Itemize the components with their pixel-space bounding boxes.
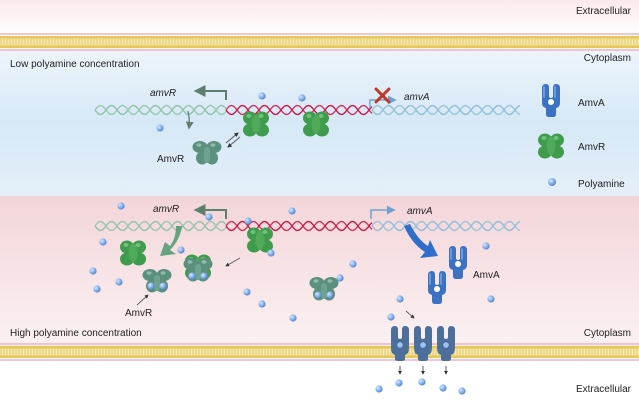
legend-label-polyamine: Polyamine xyxy=(578,179,625,190)
amvr-promoter-arrow-bottom xyxy=(193,204,227,219)
equilibrium-arrows-icon xyxy=(225,132,241,148)
extracellular-label-top: Extracellular xyxy=(576,6,632,17)
export-arrows xyxy=(398,310,448,375)
repression-x-icon xyxy=(374,87,391,104)
amvr-gene-label-bottom: amvR xyxy=(153,204,179,215)
polyamine-beads-top xyxy=(156,92,306,132)
low-condition-label: Low polyamine concentration xyxy=(10,59,140,70)
legend-label-amvr: AmvR xyxy=(578,142,605,153)
extracellular-bottom-region xyxy=(0,358,639,401)
extracellular-label-bottom: Extracellular xyxy=(576,384,632,395)
amvr-polyamine-complex-1 xyxy=(142,269,172,293)
amva-expression-arrow xyxy=(404,224,438,258)
amvr-polyamine-complex-2 xyxy=(183,258,213,282)
amvr-label-top: AmvR xyxy=(157,154,184,165)
cytoplasm-label-bottom: Cytoplasm xyxy=(584,328,631,339)
amvr-label-bottom: AmvR xyxy=(125,308,152,319)
polyamine-icon xyxy=(548,178,556,186)
extracellular-top-region xyxy=(0,0,639,36)
legend: AmvA AmvR Polyamine xyxy=(538,83,625,190)
legend-label-amva: AmvA xyxy=(578,98,605,109)
polyamine-beads-bottom xyxy=(89,202,495,395)
dna-operon-top xyxy=(94,104,521,116)
cell-membrane-top xyxy=(0,33,639,51)
high-condition-label: High polyamine concentration xyxy=(10,328,142,339)
cytoplasm-label-top: Cytoplasm xyxy=(584,53,631,64)
translation-arrow-top xyxy=(185,110,194,130)
amvr-polyamine-complex-3 xyxy=(309,277,339,301)
release-arrow xyxy=(225,257,241,267)
amvr-promoter-arrow-top xyxy=(193,85,227,100)
amva-gene-label-bottom: amvA xyxy=(407,206,433,217)
amva-label-bottom: AmvA xyxy=(473,270,500,281)
amvr-expression-arrow xyxy=(160,226,182,256)
cell-membrane-bottom xyxy=(0,343,639,361)
amvr-gene-label-top: amvR xyxy=(150,88,176,99)
amva-promoter-arrow-bottom xyxy=(370,205,396,219)
amva-gene-label-top: amvA xyxy=(404,92,430,103)
amvr-pointer-arrow xyxy=(136,294,149,306)
